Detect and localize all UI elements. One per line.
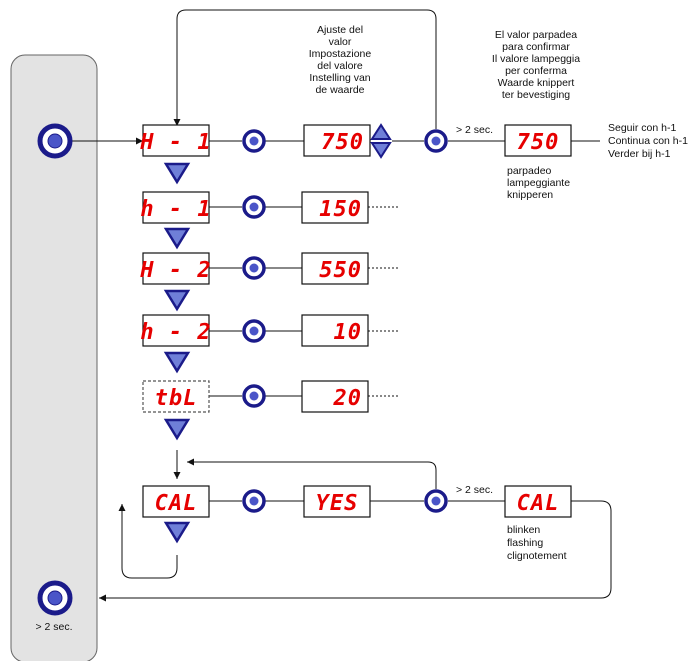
- param-display-cal: [142, 485, 210, 518]
- param-name-text: h - 2: [140, 320, 211, 345]
- continue-label: Seguir con h-1 Continua con h-1 Verder b…: [608, 122, 688, 160]
- push-button-icon[interactable]: [37, 123, 73, 159]
- param-name-text: H - 2: [139, 258, 211, 283]
- value-display-tbl: [301, 380, 369, 413]
- value-display-h2-lower: [301, 314, 369, 347]
- svg-text:valor: valor: [329, 36, 352, 48]
- down-arrow-icon[interactable]: [163, 227, 191, 250]
- confirm-value-label: El valor parpadea para confirmar Il valo…: [492, 29, 580, 101]
- confirm-display: [504, 124, 572, 157]
- value-display-h1-lower: [301, 191, 369, 224]
- param-name-text: CAL: [155, 491, 198, 516]
- svg-text:ter bevestiging: ter bevestiging: [502, 89, 570, 101]
- svg-text:per conferma: per conferma: [505, 65, 567, 77]
- return-arrow: [99, 500, 612, 602]
- param-name-text: tbL: [155, 386, 198, 411]
- push-button-icon[interactable]: [242, 256, 266, 280]
- push-button-icon[interactable]: [242, 489, 266, 513]
- svg-text:Il valore lampeggia: Il valore lampeggia: [492, 53, 580, 65]
- push-button-icon[interactable]: [424, 489, 448, 513]
- down-arrow-icon[interactable]: [370, 142, 392, 159]
- svg-text:Instelling van: Instelling van: [309, 72, 370, 84]
- push-button-icon[interactable]: [242, 319, 266, 343]
- svg-text:Ajuste del: Ajuste del: [317, 24, 363, 36]
- svg-text:para confirmar: para confirmar: [502, 41, 570, 53]
- adjust-value-label: Ajuste del valor Impostazione del valore…: [309, 24, 372, 96]
- loop-back-arrow: [173, 9, 437, 129]
- blink-label: parpadeo lampeggiante knipperen: [507, 165, 570, 201]
- svg-text:de waarde: de waarde: [315, 84, 364, 96]
- svg-text:Impostazione: Impostazione: [309, 48, 372, 60]
- svg-text:flashing: flashing: [507, 537, 543, 549]
- svg-text:blinken: blinken: [507, 524, 540, 536]
- param-value-text: 550: [319, 258, 362, 283]
- param-display-h2-upper: [142, 252, 210, 285]
- value-display-h2-upper: [301, 252, 369, 285]
- param-value-text: 150: [319, 197, 362, 222]
- svg-text:parpadeo: parpadeo: [507, 165, 552, 177]
- svg-text:lampeggiante: lampeggiante: [507, 177, 570, 189]
- cal-flash-display: [504, 485, 572, 518]
- svg-text:Waarde knippert: Waarde knippert: [498, 77, 575, 89]
- push-button-icon[interactable]: [37, 580, 73, 616]
- value-display-h1-upper: [303, 124, 371, 157]
- down-arrow-icon[interactable]: [163, 162, 191, 185]
- push-button-icon[interactable]: [242, 129, 266, 153]
- down-arrow-icon[interactable]: [163, 351, 191, 374]
- param-value-text: 20: [333, 386, 363, 411]
- svg-text:Continua con h-1: Continua con h-1: [608, 135, 688, 147]
- param-display-h1-lower: [142, 191, 210, 224]
- param-display-tbl: [142, 380, 210, 413]
- down-arrow-icon[interactable]: [163, 521, 191, 544]
- push-button-icon[interactable]: [242, 195, 266, 219]
- param-value-text: 10: [334, 320, 363, 345]
- value-display-cal: [303, 485, 371, 518]
- push-button-icon[interactable]: [242, 384, 266, 408]
- svg-text:knipperen: knipperen: [507, 189, 553, 201]
- param-value-text: 750: [321, 130, 364, 155]
- cal-flash-text: CAL: [517, 491, 560, 516]
- left-panel: [10, 54, 98, 661]
- hold-time-label: > 2 sec.: [456, 124, 493, 136]
- up-arrow-icon[interactable]: [370, 123, 392, 140]
- svg-text:Seguir con h-1: Seguir con h-1: [608, 122, 676, 134]
- param-name-text: h - 1: [140, 197, 211, 222]
- svg-text:El valor parpadea: El valor parpadea: [495, 29, 577, 41]
- loop-back-arrow: [187, 458, 437, 489]
- param-display-h1-upper: [142, 124, 210, 157]
- blink-label: blinken flashing clignotement: [507, 524, 567, 562]
- down-arrow-icon[interactable]: [163, 418, 191, 441]
- param-name-text: H - 1: [139, 130, 211, 155]
- svg-text:del valore: del valore: [317, 60, 363, 72]
- hold-time-label: > 2 sec.: [35, 621, 72, 633]
- hold-time-label: > 2 sec.: [456, 484, 493, 496]
- loop-arrow: [118, 504, 178, 579]
- svg-text:Verder bij h-1: Verder bij h-1: [608, 148, 671, 160]
- svg-text:clignotement: clignotement: [507, 550, 567, 562]
- down-arrow-icon[interactable]: [163, 289, 191, 312]
- param-display-h2-lower: [142, 314, 210, 347]
- confirm-value-text: 750: [517, 130, 560, 155]
- push-button-icon[interactable]: [424, 129, 448, 153]
- param-value-text: YES: [316, 491, 359, 516]
